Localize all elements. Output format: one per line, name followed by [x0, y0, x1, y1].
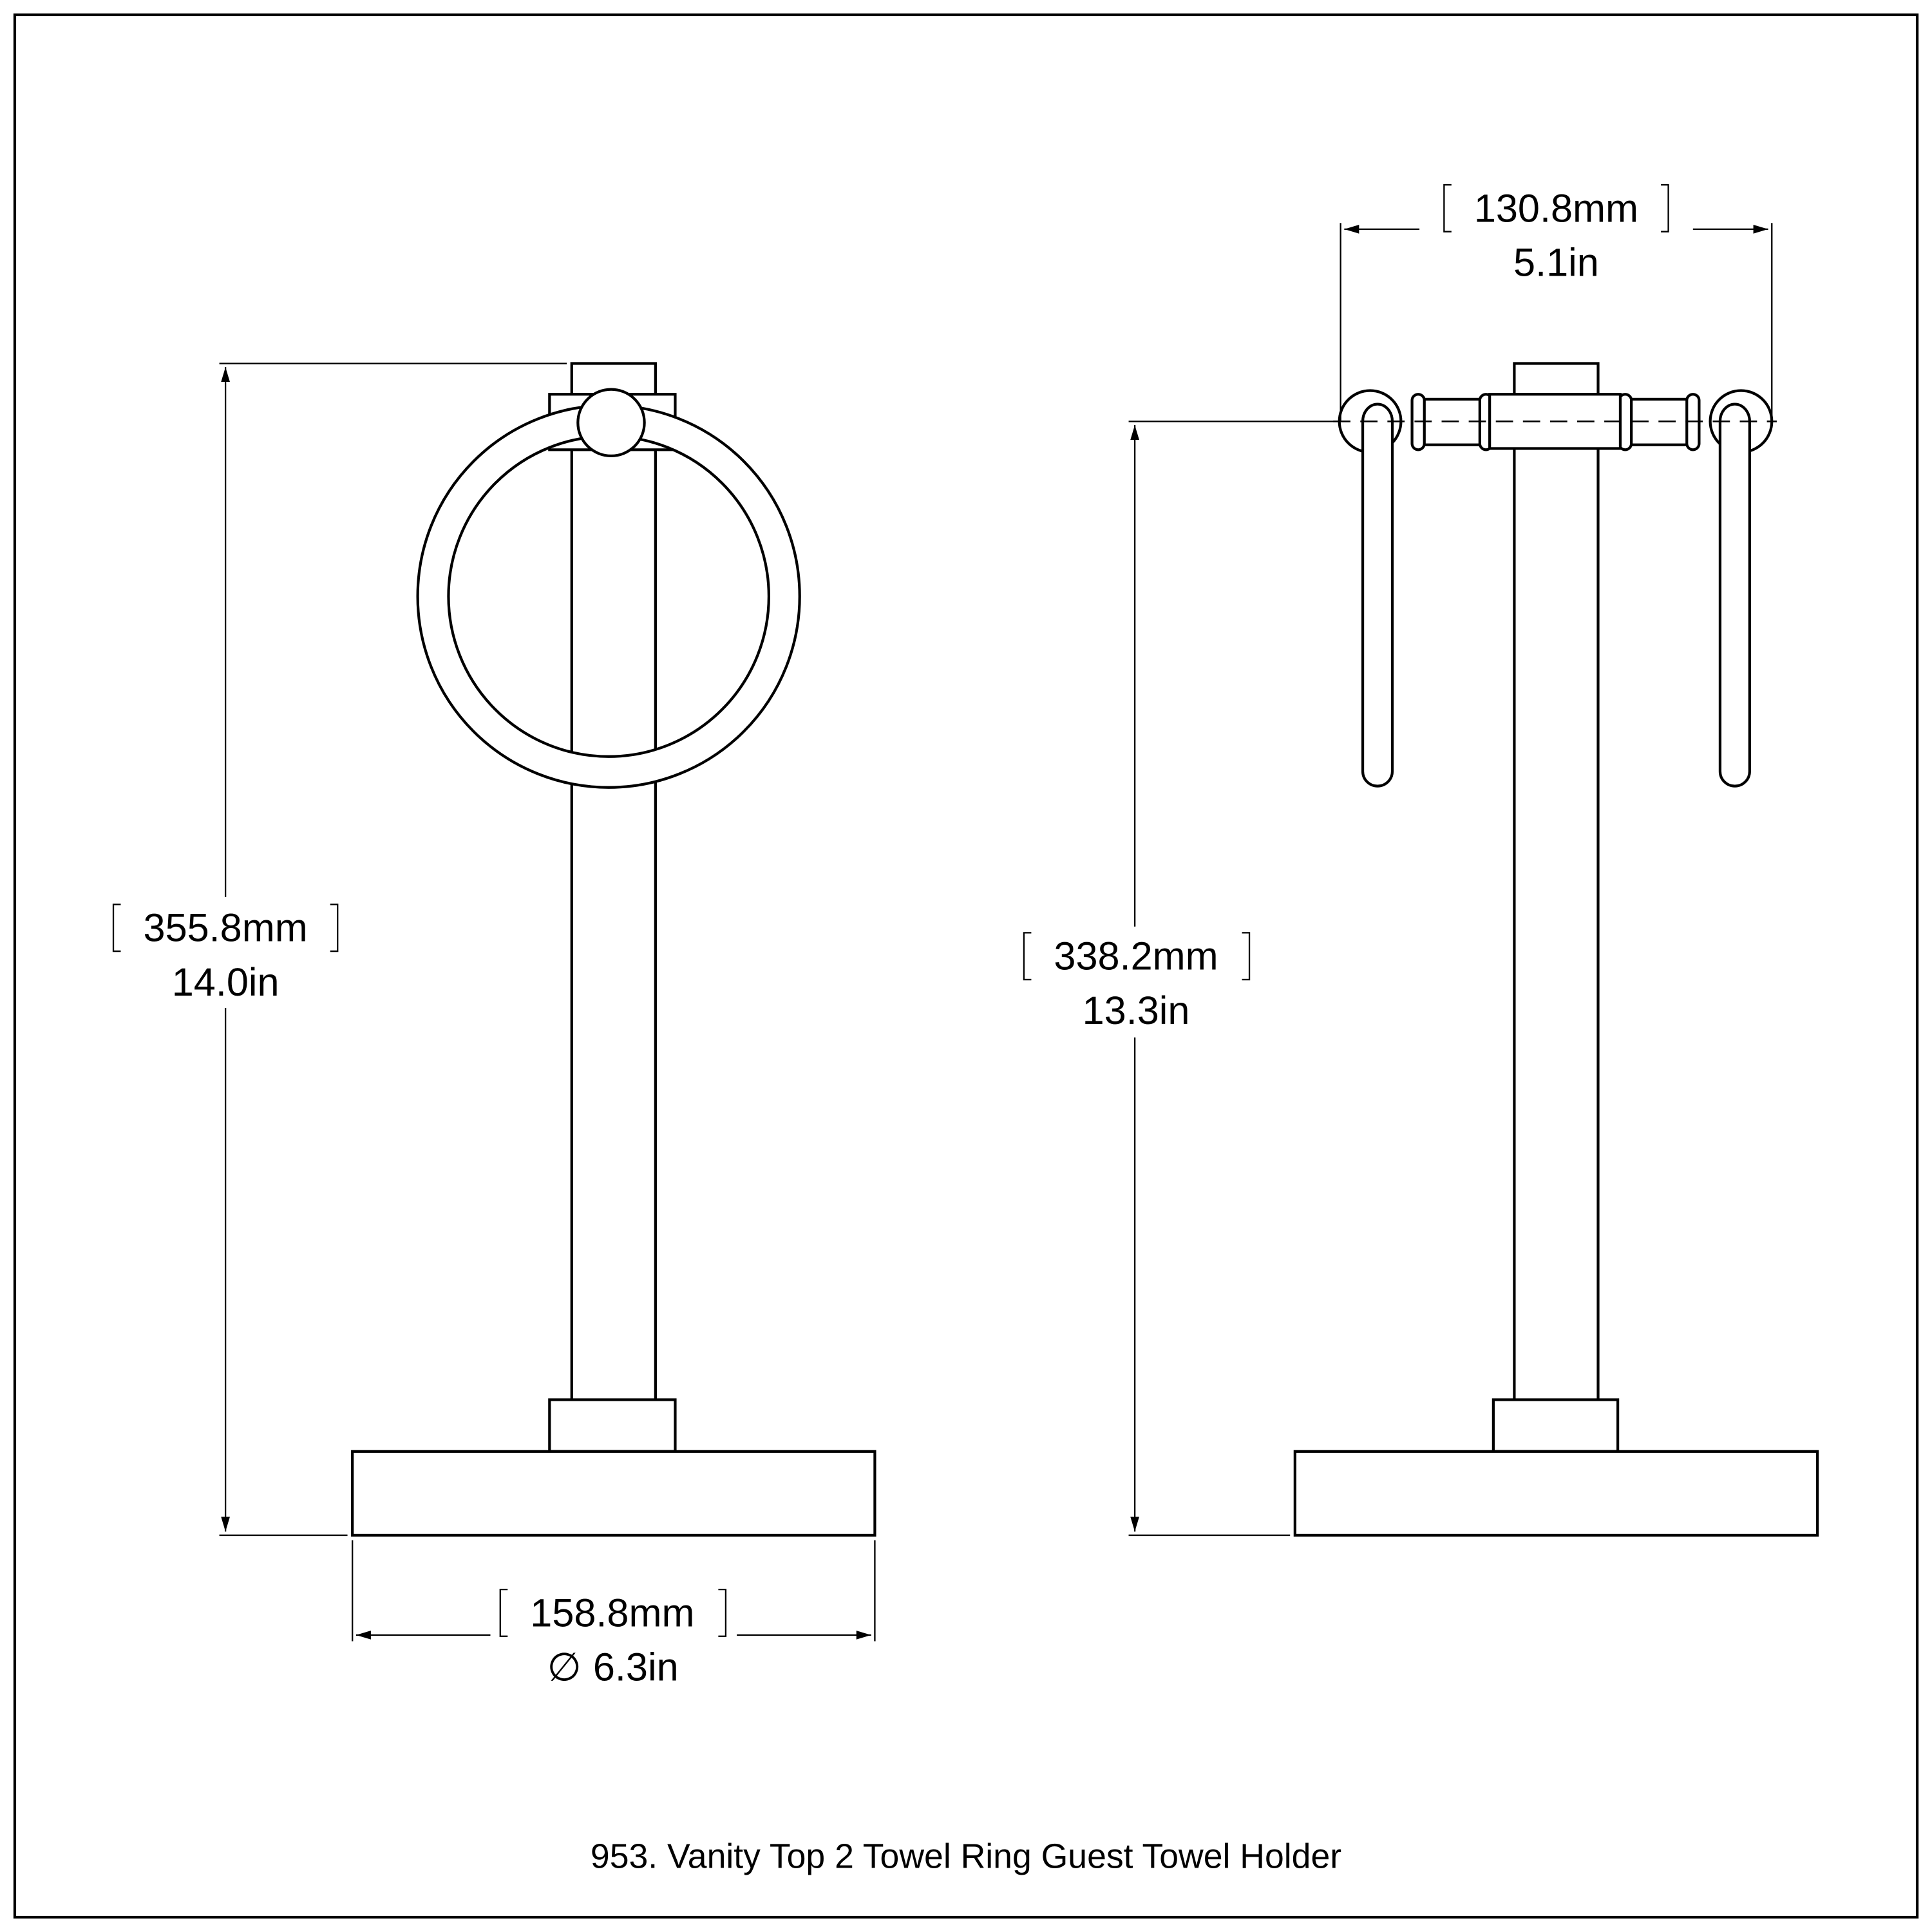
- base: [351, 1450, 876, 1537]
- drawing-caption: 953. Vanity Top 2 Towel Ring Guest Towel…: [591, 1838, 1341, 1876]
- diameter-symbol: ∅: [547, 1645, 582, 1689]
- front-height-mm: 355.8mm: [144, 906, 308, 950]
- left-towel-hook: [1361, 402, 1394, 788]
- base: [1293, 1450, 1819, 1537]
- drawing-border: [13, 13, 1919, 1919]
- ring-ball: [576, 388, 646, 458]
- base-collar: [1492, 1398, 1620, 1453]
- side-height-in: 13.3in: [1083, 989, 1190, 1032]
- right-towel-hook: [1718, 402, 1751, 788]
- side-width-mm: 130.8mm: [1474, 186, 1638, 230]
- top-cap: [1513, 362, 1600, 396]
- base-diameter-mm: 158.8mm: [530, 1591, 694, 1635]
- side-width-in: 5.1in: [1513, 241, 1599, 285]
- towel-ring: [416, 404, 801, 789]
- side-view: 338.2mm 13.3in 130.8mm 5.1in: [1023, 184, 1819, 1537]
- base-diameter-in: 6.3in: [593, 1645, 679, 1689]
- front-height-in: 14.0in: [172, 960, 279, 1004]
- front-view: 355.8mm 14.0in 158.8mm ∅ 6.3in: [112, 362, 876, 1689]
- base-collar: [548, 1398, 677, 1453]
- side-height-mm: 338.2mm: [1054, 934, 1218, 978]
